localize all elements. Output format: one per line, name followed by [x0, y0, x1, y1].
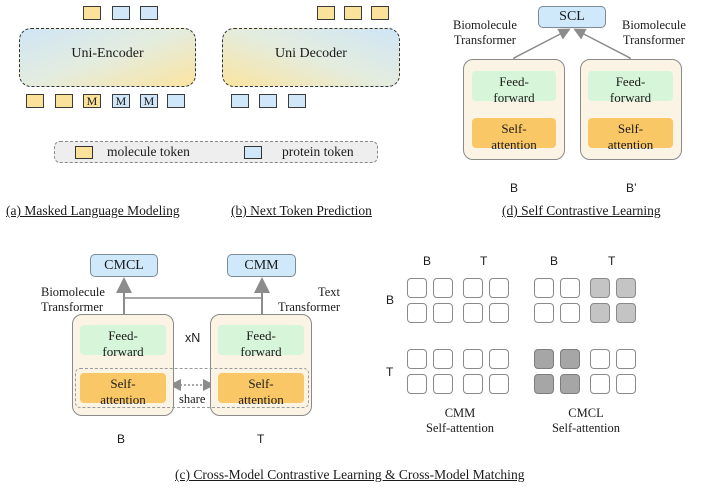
molecule-token-swatch [75, 146, 93, 159]
mask-row-label-b: B [386, 293, 395, 307]
cmcl-head: CMCL [90, 254, 158, 277]
uni-encoder-box: Uni-Encoder [19, 28, 196, 87]
mask-cell-open [534, 278, 554, 298]
caption-d: (d) Self Contrastive Learning [502, 203, 661, 218]
mask-cell-open [489, 303, 509, 323]
output-molecule-token [371, 6, 389, 20]
caption-b: (b) Next Token Prediction [231, 203, 372, 218]
input-protein-token [288, 94, 306, 108]
mask-cell-blocked [616, 278, 636, 298]
mask-cell-open [433, 303, 453, 323]
mask-row-label-t: T [386, 365, 394, 379]
block-id-t: T [257, 432, 265, 446]
input-molecule-token [55, 94, 73, 108]
mask-cell-open [433, 278, 453, 298]
self-attention-block: Self- attention [80, 373, 166, 407]
mask-cell-open [463, 303, 483, 323]
mask-cell-open [489, 349, 509, 369]
mask-cell-open [407, 278, 427, 298]
output-molecule-token [317, 6, 335, 20]
caption-c: (c) Cross-Model Contrastive Learning & C… [175, 467, 525, 482]
molecule-token-label: molecule token [107, 144, 190, 159]
biomolecule-transformer-label: Biomolecule Transformer [622, 18, 686, 47]
mask-cell-open [489, 374, 509, 394]
uni-encoder-title: Uni-Encoder [71, 46, 144, 61]
feed-forward-block: Feed- forward [588, 71, 673, 105]
shared-attention-region [75, 368, 309, 408]
feed-forward-block: Feed- forward [218, 325, 304, 359]
block-id-b: B [117, 432, 126, 446]
biomolecule-transformer-label: Biomolecule Transformer [453, 18, 517, 47]
input-protein-token [231, 94, 249, 108]
mask-cell-open [560, 303, 580, 323]
mask-cell-open [616, 349, 636, 369]
output-molecule-token [344, 6, 362, 20]
mask-cell-open [407, 374, 427, 394]
cmm-mask-title: CMM Self-attention [425, 406, 495, 435]
mask-col-label-b: B [550, 254, 559, 268]
text-transformer-label: Text Transformer [278, 285, 341, 314]
uni-decoder-box: Uni Decoder [222, 28, 400, 87]
mask-cell-open [407, 349, 427, 369]
output-protein-token [112, 6, 130, 20]
mask-cell-blocked [534, 349, 554, 369]
self-attention-block: Self- attention [472, 118, 556, 152]
mask-cell-open [560, 278, 580, 298]
masked-protein-token: M [112, 94, 130, 108]
uni-decoder-title: Uni Decoder [275, 46, 347, 61]
input-protein-token [259, 94, 277, 108]
mask-cell-blocked [534, 374, 554, 394]
token-legend: molecule token protein token [54, 141, 378, 163]
mask-cell-open [534, 303, 554, 323]
self-attention-block: Self- attention [218, 373, 304, 407]
scl-head: SCL [538, 6, 606, 28]
repeat-label: xN [185, 331, 201, 345]
biomolecule-transformer-label: Biomolecule Transformer [41, 285, 105, 314]
mask-cell-open [433, 349, 453, 369]
share-label: share [179, 392, 206, 406]
cmcl-mask-title: CMCL Self-attention [551, 406, 621, 435]
mask-cell-open [590, 374, 610, 394]
mask-cell-blocked [616, 303, 636, 323]
block-id-b-prime: B’ [626, 181, 637, 195]
mask-cell-open [463, 278, 483, 298]
masked-protein-token: M [140, 94, 158, 108]
output-molecule-token [83, 6, 101, 20]
caption-a: (a) Masked Language Modeling [6, 203, 180, 218]
output-protein-token [140, 6, 158, 20]
mask-cell-blocked [590, 278, 610, 298]
mask-cell-open [489, 278, 509, 298]
mask-cell-open [433, 374, 453, 394]
input-molecule-token [26, 94, 44, 108]
protein-token-label: protein token [282, 144, 354, 159]
block-id-b: B [510, 181, 519, 195]
mask-col-label-t: T [608, 254, 616, 268]
protein-token-swatch [244, 146, 262, 159]
feed-forward-block: Feed- forward [472, 71, 556, 105]
cmm-head: CMM [227, 254, 296, 277]
feed-forward-block: Feed- forward [80, 325, 166, 359]
mask-cell-blocked [560, 349, 580, 369]
mask-col-label-b: B [423, 254, 432, 268]
mask-cell-open [590, 349, 610, 369]
mask-cell-blocked [560, 374, 580, 394]
mask-cell-open [616, 374, 636, 394]
masked-molecule-token: M [83, 94, 101, 108]
input-protein-token [167, 94, 185, 108]
mask-cell-open [463, 349, 483, 369]
mask-cell-open [463, 374, 483, 394]
self-attention-block: Self- attention [588, 118, 673, 152]
mask-col-label-t: T [480, 254, 488, 268]
mask-cell-open [407, 303, 427, 323]
mask-cell-blocked [590, 303, 610, 323]
